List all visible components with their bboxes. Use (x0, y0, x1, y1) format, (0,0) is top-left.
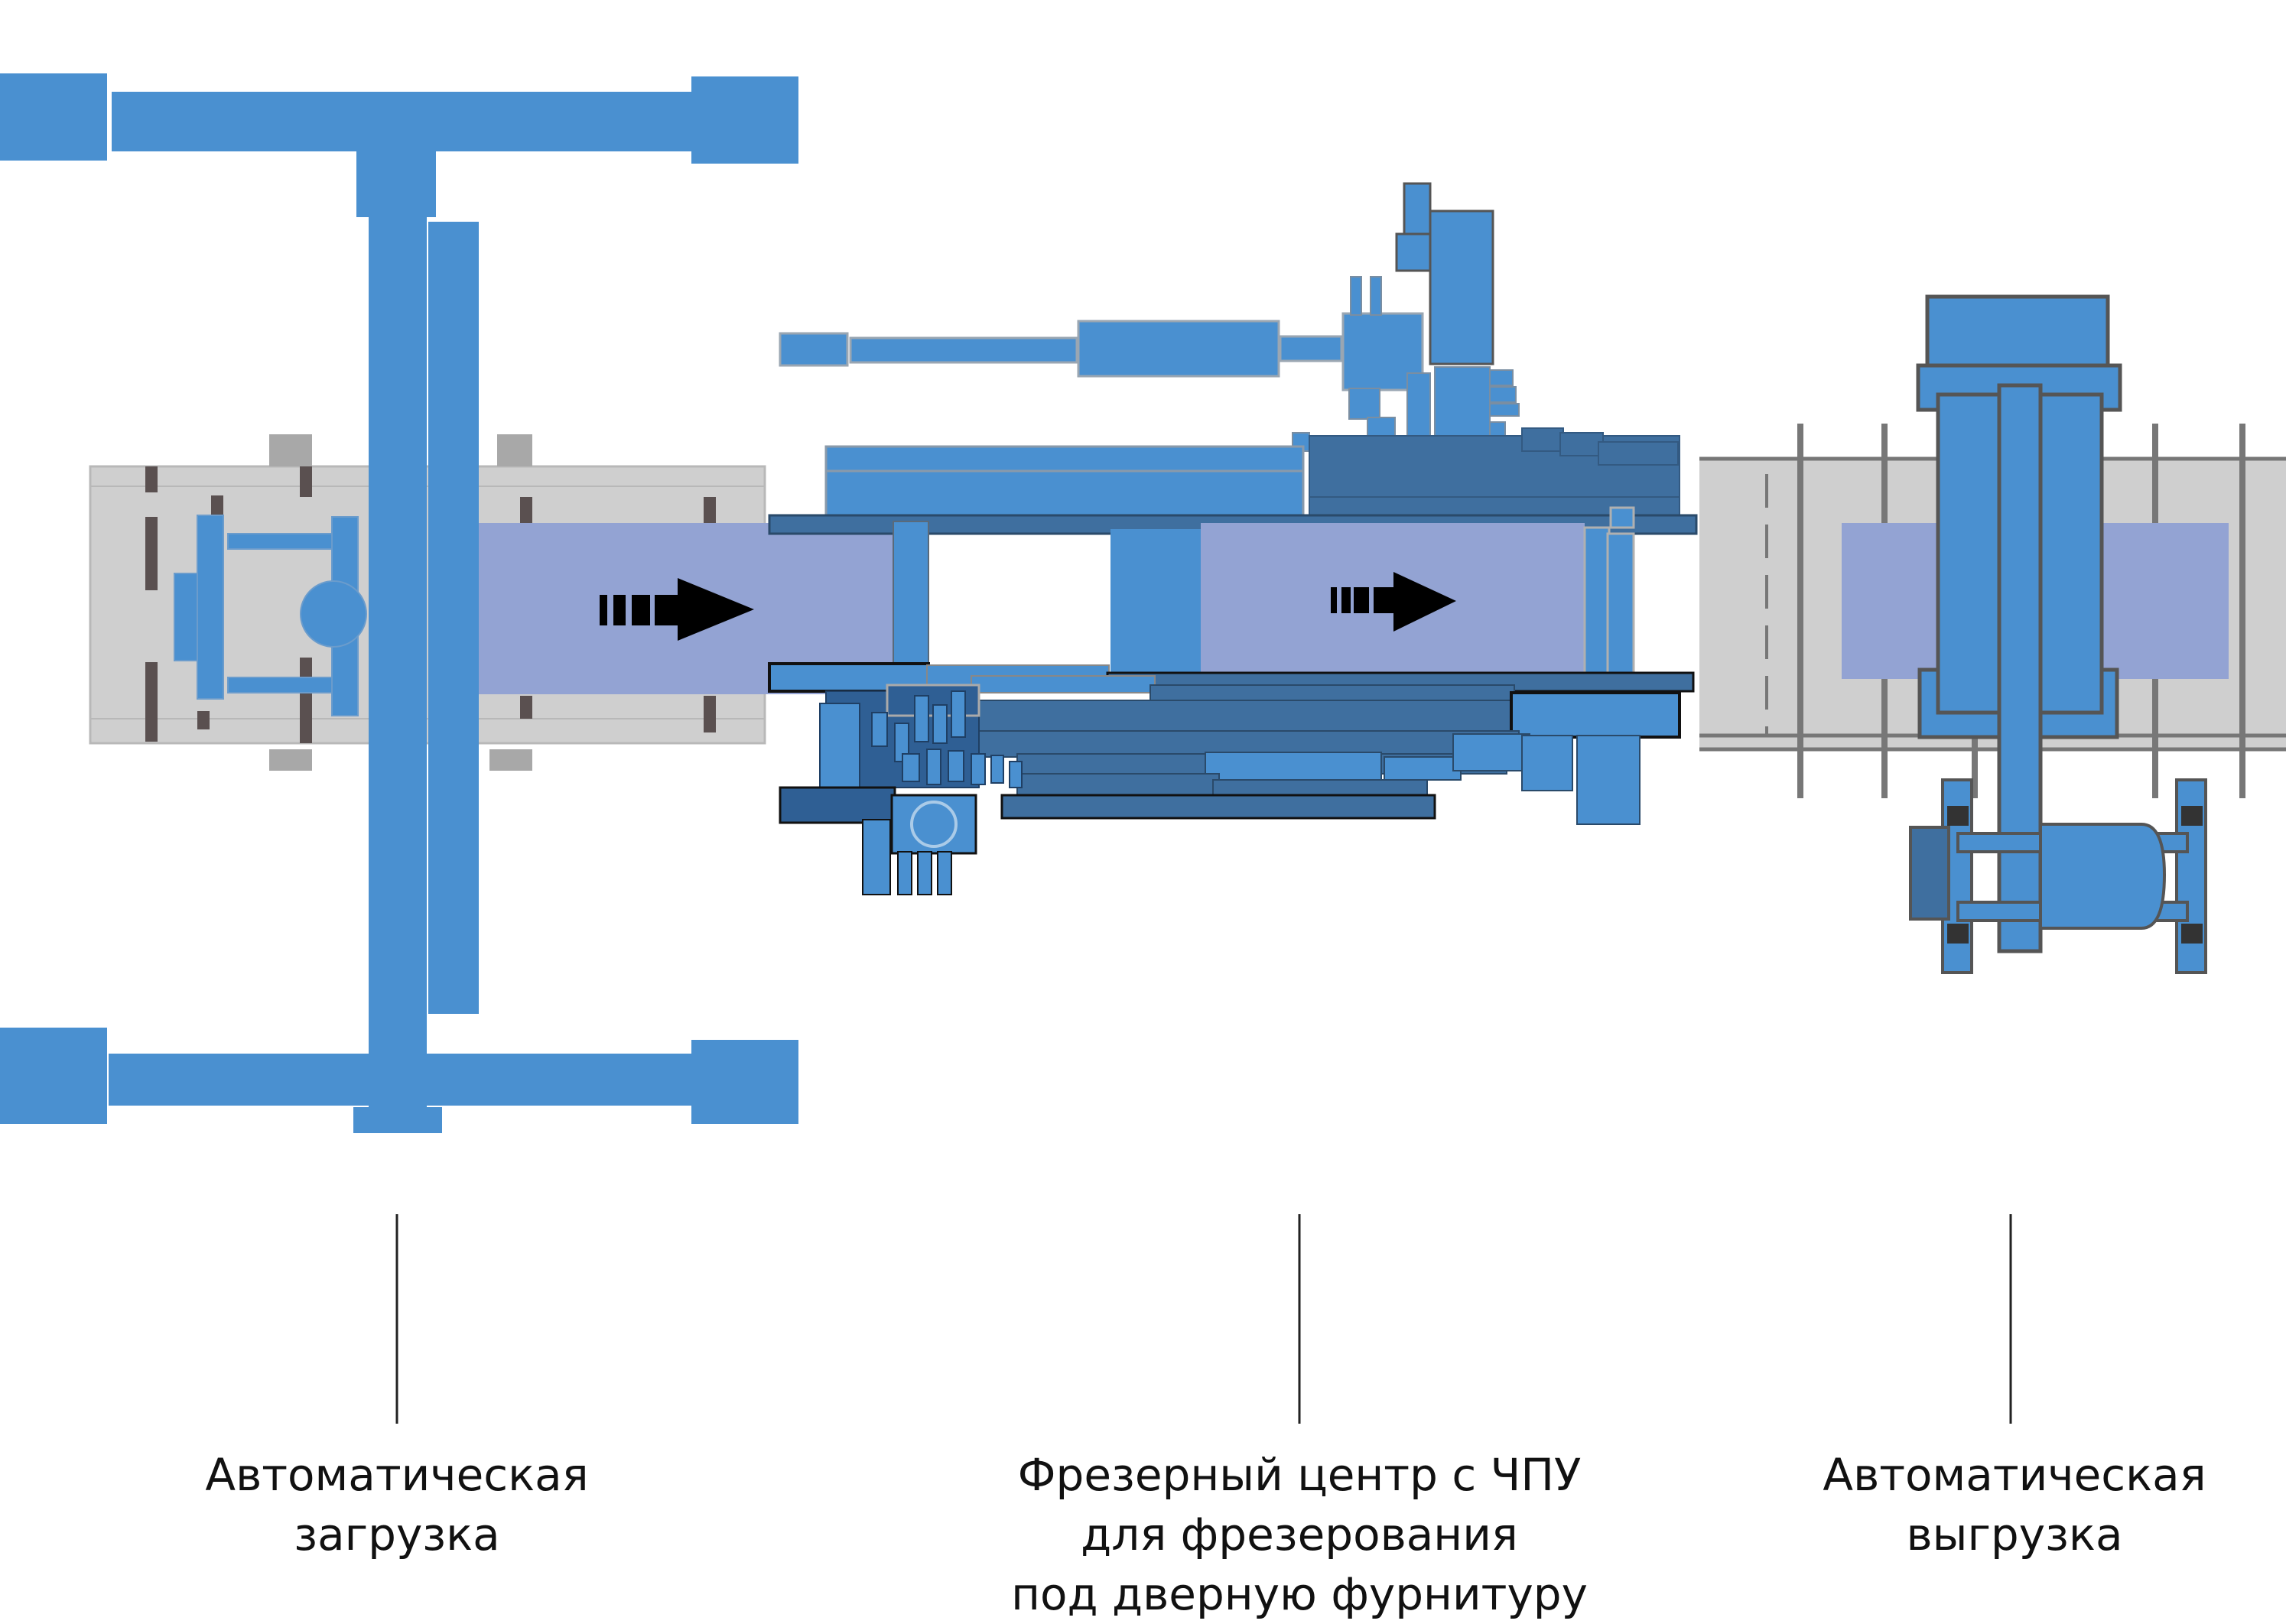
caption-line: Фрезерный центр с ЧПУ (1017, 1449, 1582, 1501)
loading-gantry (0, 73, 798, 1133)
motor-icon (2039, 823, 2167, 930)
caption-line: загрузка (294, 1509, 500, 1561)
unloading-station (1699, 294, 2286, 974)
loading-gripper (174, 515, 367, 716)
tool-changer-icon (910, 801, 958, 848)
callout-lines (395, 1214, 2012, 1424)
unloading-gantry (1916, 294, 2122, 953)
milling-column (1395, 182, 1494, 365)
loading-stop-blocks (145, 466, 716, 743)
caption-line: для фрезерования (1081, 1509, 1518, 1561)
milling-caption: Фрезерный центр с ЧПУ для фрезерования п… (1011, 1445, 1588, 1624)
milling-center (768, 182, 1698, 895)
milling-housing (1110, 529, 1207, 682)
caption-line: Автоматическая (1823, 1449, 2206, 1501)
unloading-drive (1909, 778, 2207, 974)
loading-caption: Автоматическая загрузка (205, 1445, 588, 1564)
unloading-caption: Автоматическая выгрузка (1823, 1445, 2206, 1564)
arrow-right-icon (600, 578, 754, 641)
caption-line: выгрузка (1906, 1509, 2123, 1561)
loading-rotary-icon (300, 580, 367, 648)
milling-lower-bed (768, 662, 1695, 825)
milling-upper-rail (824, 445, 1305, 520)
arrow-right-icon (1331, 572, 1456, 632)
caption-line: под дверную фурнитуру (1011, 1568, 1588, 1620)
milling-tool-magazine (779, 684, 1023, 895)
milling-spindle-arm (779, 312, 1424, 391)
milling-upper-carriage (1309, 427, 1680, 518)
loading-station (0, 73, 904, 1133)
caption-line: Автоматическая (205, 1449, 589, 1501)
